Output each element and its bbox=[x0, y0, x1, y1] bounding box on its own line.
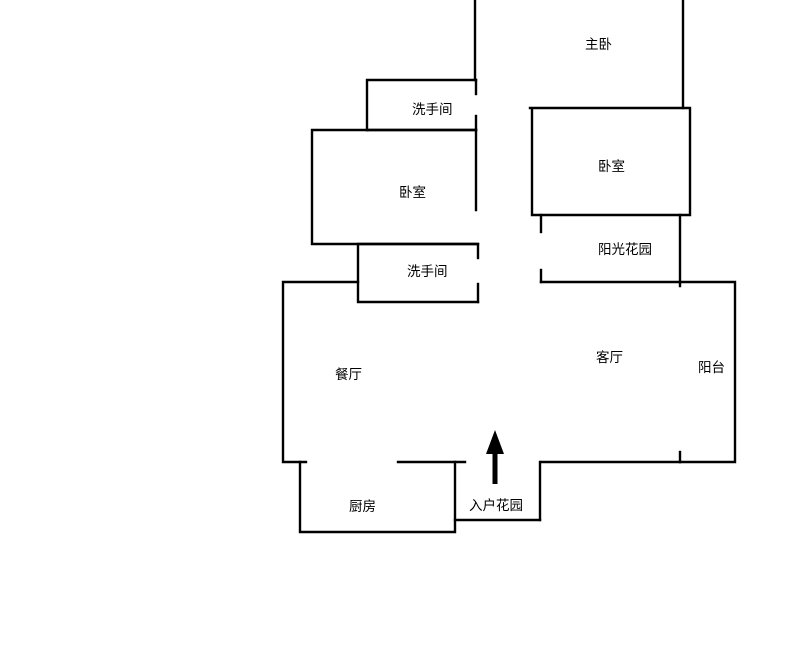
bedroom-right-walls bbox=[528, 106, 692, 217]
kitchen-walls bbox=[298, 460, 457, 534]
living-dining-walls bbox=[281, 280, 737, 464]
room-label-balcony: 阳台 bbox=[698, 360, 725, 376]
room-label-washroom-top: 洗手间 bbox=[412, 102, 453, 118]
room-label-bedroom-left: 卧室 bbox=[399, 185, 426, 201]
bedroom-left-walls bbox=[310, 128, 478, 246]
room-label-dining-room: 餐厅 bbox=[335, 367, 362, 383]
room-label-master-bedroom: 主卧 bbox=[585, 37, 612, 53]
room-label-bedroom-right: 卧室 bbox=[598, 159, 625, 175]
washroom-mid-walls bbox=[356, 242, 480, 304]
entrance-garden-walls bbox=[453, 460, 542, 522]
room-label-entrance-garden: 入户花园 bbox=[469, 498, 523, 514]
master-bedroom-walls bbox=[473, 0, 685, 110]
arrow-up-icon bbox=[486, 430, 504, 484]
room-label-sun-garden: 阳光花园 bbox=[598, 242, 652, 258]
room-label-kitchen: 厨房 bbox=[349, 499, 376, 515]
room-label-washroom-mid: 洗手间 bbox=[407, 264, 448, 280]
room-label-living-room: 客厅 bbox=[596, 350, 623, 366]
sun-garden-walls bbox=[539, 213, 682, 288]
